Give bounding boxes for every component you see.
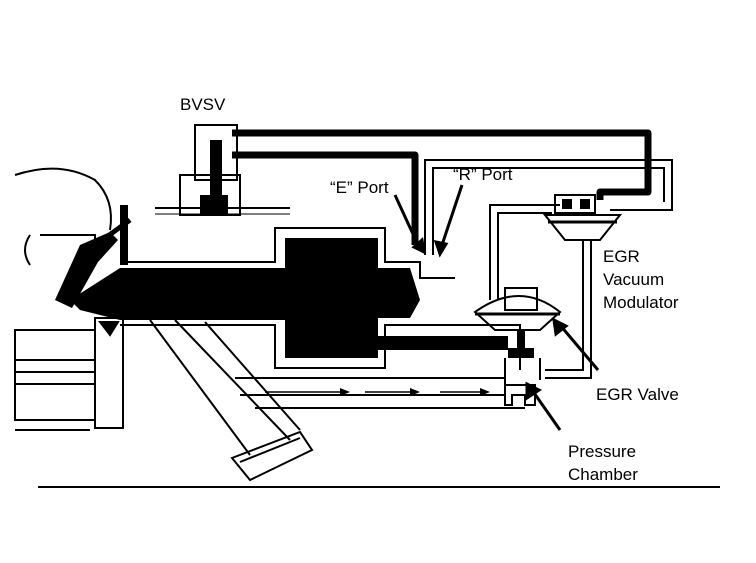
egr-passage bbox=[235, 377, 525, 409]
intake-runner bbox=[149, 319, 314, 482]
bvsv-label: BVSV bbox=[180, 95, 226, 114]
pressure-chamber-label-line2: Chamber bbox=[568, 465, 638, 484]
label-arrows bbox=[393, 184, 600, 431]
r-port-label: “R” Port bbox=[453, 165, 513, 184]
egr-modulator-label-line3: Modulator bbox=[603, 293, 679, 312]
e-port-label: “E” Port bbox=[330, 178, 389, 197]
pressure-chamber-label-line1: Pressure bbox=[568, 442, 636, 461]
egr-valve-label: EGR Valve bbox=[596, 385, 679, 404]
vacuum-hoses bbox=[232, 129, 652, 245]
bvsv-body bbox=[155, 124, 290, 216]
egr-vacuum-modulator bbox=[542, 194, 623, 241]
modulator-to-egr-line bbox=[489, 204, 592, 379]
exhaust-manifold bbox=[70, 205, 521, 370]
egr-modulator-label-line2: Vacuum bbox=[603, 270, 664, 289]
r-port-line bbox=[424, 159, 673, 255]
engine-cylinder-head bbox=[14, 167, 124, 431]
egr-valve bbox=[473, 287, 562, 380]
egr-modulator-label-line1: EGR bbox=[603, 247, 640, 266]
